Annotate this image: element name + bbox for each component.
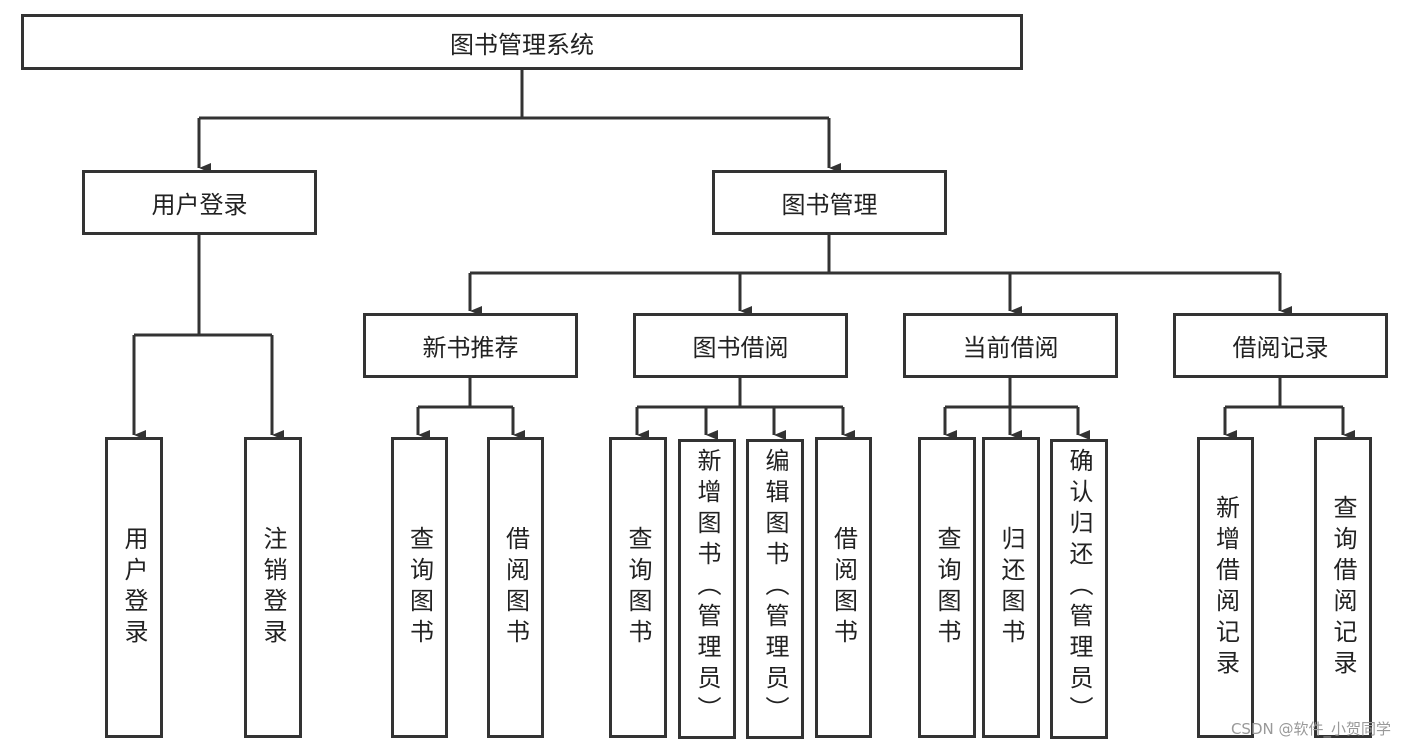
connector-bus [418, 377, 513, 409]
leaf-add-borrow-record: 新增借阅记录 [1197, 437, 1254, 738]
leaf-logout: 注销登录 [244, 437, 302, 738]
root-label: 图书管理系统 [450, 30, 594, 59]
root-node: 图书管理系统 [21, 14, 1023, 70]
leaf-borrow-book: 借阅图书 [815, 437, 872, 738]
node-user-login: 用户登录 [82, 170, 317, 235]
connector-bus [945, 377, 1078, 409]
leaf-confirm-return-admin: 确认归还（管理员） [1050, 439, 1108, 739]
node-book-management: 图书管理 [712, 170, 947, 235]
connector-bus [637, 377, 843, 409]
node-label: 当前借阅 [962, 334, 1059, 362]
leaf-query-book: 查询图书 [391, 437, 448, 738]
node-label: 图书借阅 [692, 334, 789, 362]
connector-bus [470, 234, 1280, 275]
watermark: CSDN @软件_小贺同学 [1230, 720, 1391, 738]
node-label: 图书管理 [781, 191, 878, 219]
node-new-book-recommend: 新书推荐 [363, 313, 578, 378]
node-label: 用户登录 [151, 191, 248, 219]
node-label: 借阅记录 [1232, 334, 1329, 362]
leaf-edit-book-admin: 编辑图书（管理员） [746, 439, 804, 739]
leaf-query-book: 查询图书 [918, 437, 976, 738]
leaf-borrow-book: 借阅图书 [487, 437, 544, 738]
connector-bus [1225, 377, 1343, 409]
node-label: 新书推荐 [422, 334, 519, 362]
connector-bus [199, 69, 829, 120]
node-borrow-records: 借阅记录 [1173, 313, 1388, 378]
leaf-add-book-admin: 新增图书（管理员） [678, 439, 736, 739]
node-book-borrow: 图书借阅 [633, 313, 848, 378]
leaf-query-book: 查询图书 [609, 437, 667, 738]
leaf-return-book: 归还图书 [982, 437, 1040, 738]
leaf-user-login: 用户登录 [105, 437, 163, 738]
node-current-borrow: 当前借阅 [903, 313, 1118, 378]
leaf-query-borrow-record: 查询借阅记录 [1314, 437, 1372, 738]
connector-bus [134, 234, 272, 337]
